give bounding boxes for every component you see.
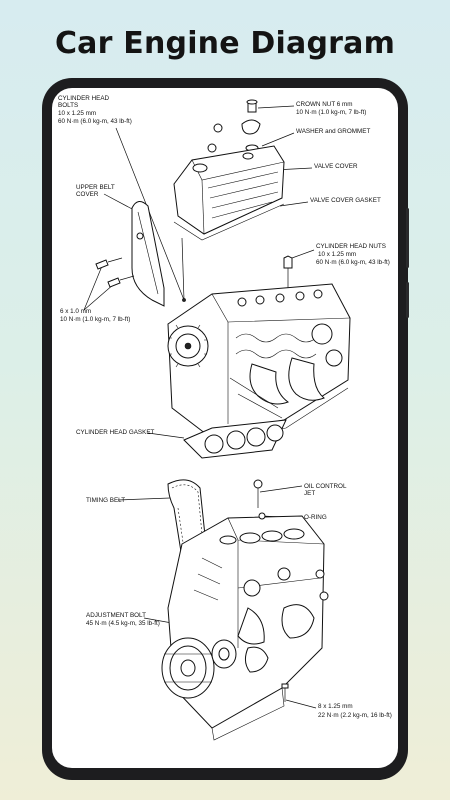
label-spec: 60 N·m (6.0 kg-m, 43 lb-ft) xyxy=(316,259,390,266)
crown-nut-part xyxy=(207,99,261,153)
label-adjustment-bolt: ADJUSTMENT BOLT xyxy=(86,612,146,619)
label-cylinder-head-bolts: CYLINDER HEAD xyxy=(58,95,110,102)
valve-cover-part xyxy=(173,145,285,241)
label-oil-control-jet: JET xyxy=(304,490,315,497)
phone-screen: CYLINDER HEAD BOLTS 10 x 1.25 mm 60 N·m … xyxy=(52,88,398,768)
cylinder-head-part xyxy=(167,255,351,445)
upper-belt-cover-part xyxy=(131,201,186,307)
label-spec: 22 N·m (2.2 kg-m, 16 lb-ft) xyxy=(318,712,392,719)
cylinder-head-gasket-part xyxy=(183,419,287,459)
bottom-bolt-part xyxy=(281,683,289,702)
label-cylinder-head-gasket: CYLINDER HEAD GASKET xyxy=(76,429,155,436)
label-spec: 45 N·m (4.5 kg-m, 35 lb-ft) xyxy=(86,620,160,627)
phone-side-button xyxy=(406,282,409,318)
label-oil-control-jet: OIL CONTROL xyxy=(304,483,347,490)
label-spec: 60 N·m (6.0 kg-m, 43 lb-ft) xyxy=(58,118,132,125)
label-upper-belt-cover: UPPER BELT xyxy=(76,184,115,191)
label-o-ring: O-RING xyxy=(304,514,327,521)
label-spec: 10 N·m (1.0 kg-m, 7 lb-ft) xyxy=(60,316,130,323)
label-valve-cover-gasket: VALVE COVER GASKET xyxy=(310,197,381,204)
label-timing-belt: TIMING BELT xyxy=(86,497,125,504)
label-valve-cover: VALVE COVER xyxy=(314,163,358,170)
phone-side-button xyxy=(406,208,409,268)
label-upper-belt-cover: COVER xyxy=(76,191,99,198)
diagram-labels: CYLINDER HEAD BOLTS 10 x 1.25 mm 60 N·m … xyxy=(58,95,392,719)
engine-diagram: CYLINDER HEAD BOLTS 10 x 1.25 mm 60 N·m … xyxy=(58,95,392,741)
label-cylinder-head-nuts: CYLINDER HEAD NUTS xyxy=(316,243,386,250)
label-spec: 10 x 1.25 mm xyxy=(318,251,356,258)
page-title: Car Engine Diagram xyxy=(54,26,396,61)
label-cylinder-head-bolts: BOLTS xyxy=(58,102,78,109)
label-bottom-bolt: 8 x 1.25 mm xyxy=(318,703,353,710)
label-spec: 10 N·m (1.0 kg-m, 7 lb-ft) xyxy=(296,109,366,116)
label-spec: 10 x 1.25 mm xyxy=(58,110,96,117)
label-washer-grommet: WASHER and GROMMET xyxy=(296,128,370,135)
small-bolts-part xyxy=(95,257,135,288)
label-crown-nut: CROWN NUT 6 mm xyxy=(296,101,353,108)
label-small-bolt: 6 x 1.0 mm xyxy=(60,308,91,315)
crank-pulley-part xyxy=(161,637,269,699)
